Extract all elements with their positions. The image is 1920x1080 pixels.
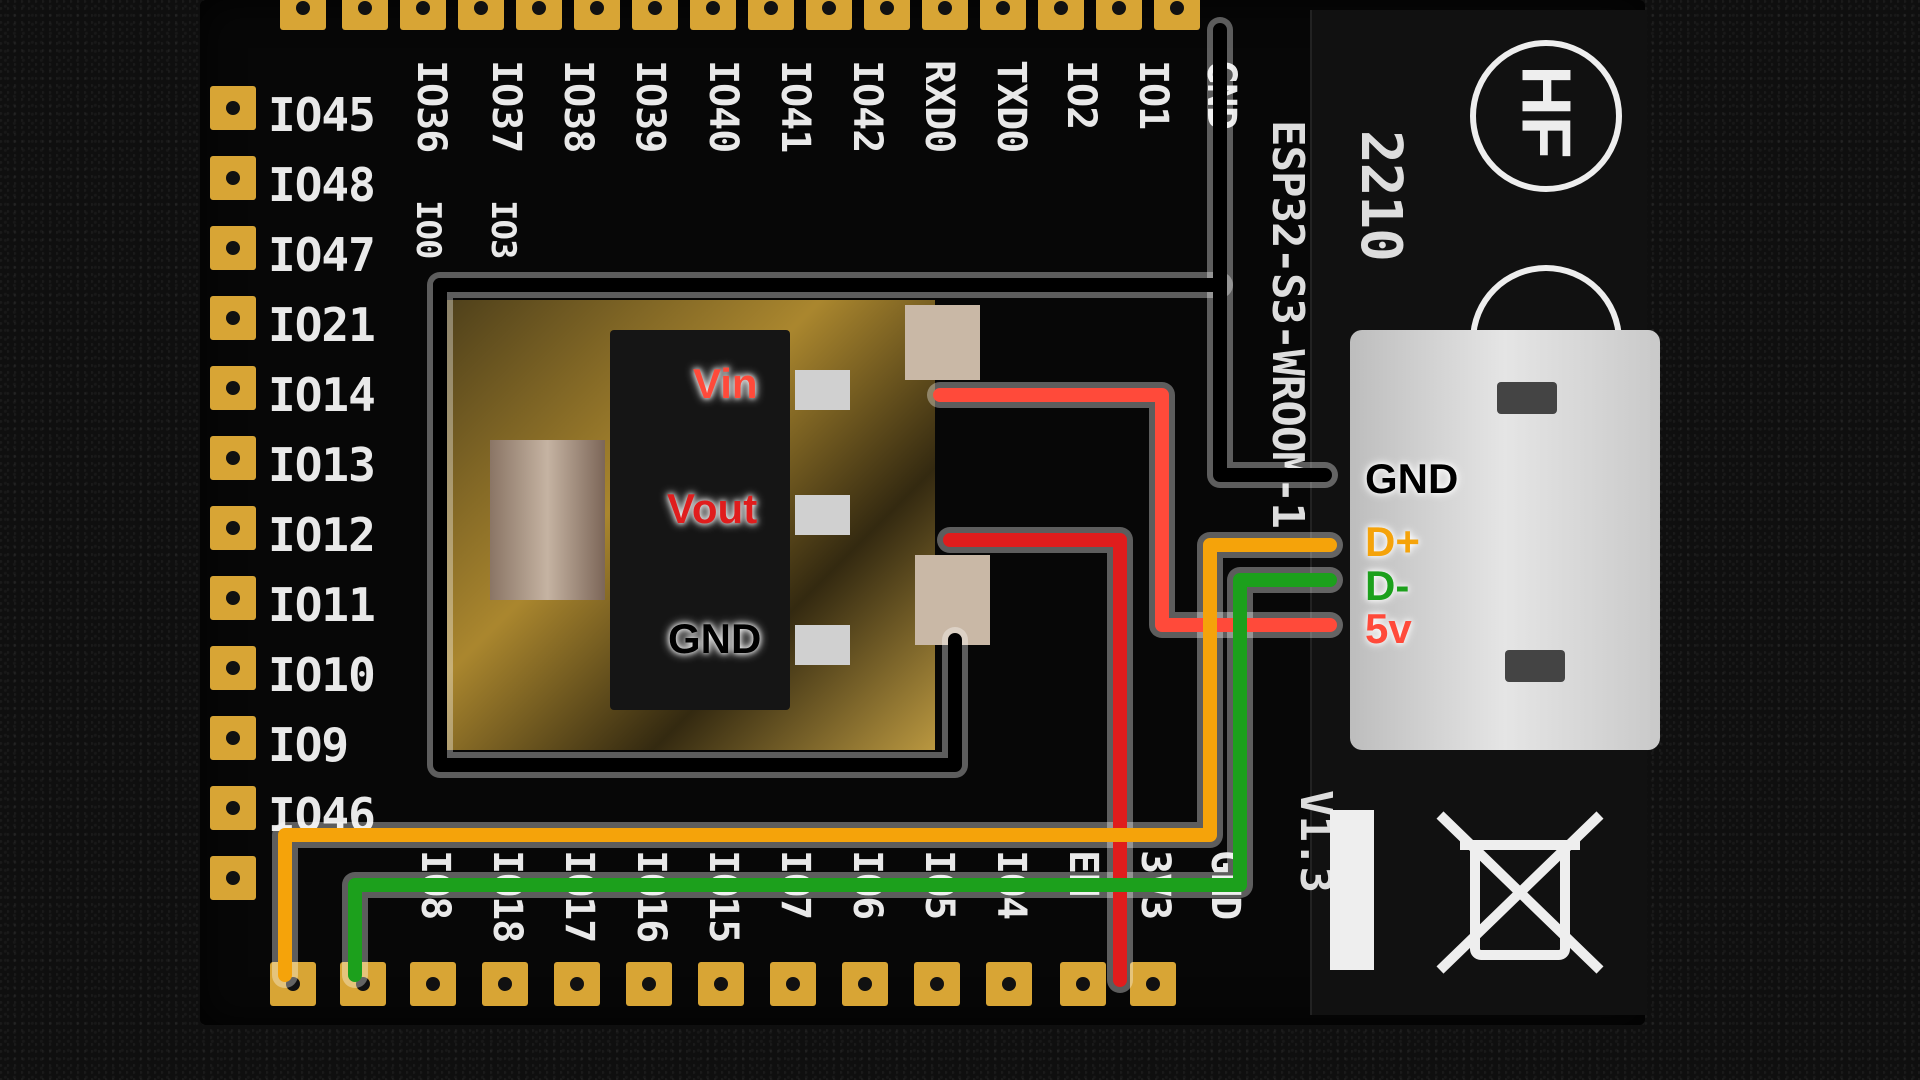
gnd-wire [433, 23, 1332, 772]
silk-label: IO18 [484, 850, 530, 943]
pad [210, 856, 256, 900]
pad [574, 0, 620, 30]
silk-label: TXD0 [988, 60, 1034, 153]
dplus-wire [278, 538, 1337, 982]
vout-wire [943, 533, 1127, 987]
pad [516, 0, 562, 30]
silk-label: IO17 [556, 850, 602, 943]
voltage-regulator [610, 330, 790, 710]
silk-label: IO38 [555, 60, 601, 153]
silk-label: IO1 [1130, 60, 1176, 130]
pad [1038, 0, 1084, 30]
silk-label: IO14 [268, 368, 376, 422]
pad [482, 962, 528, 1006]
label-usb-dplus: D+ [1365, 518, 1420, 565]
pad [210, 436, 256, 480]
white-bar [1330, 810, 1374, 970]
hf-logo-icon [1470, 40, 1622, 192]
pad [914, 962, 960, 1006]
pad [210, 156, 256, 200]
pad [1154, 0, 1200, 30]
pad [458, 0, 504, 30]
pad [980, 0, 1026, 30]
silk-label: IO21 [268, 298, 376, 352]
pad [210, 226, 256, 270]
pad [342, 0, 388, 30]
pad [554, 962, 600, 1006]
pad [270, 962, 316, 1006]
silk-label: IO45 [268, 88, 376, 142]
weee-bin-icon [1436, 811, 1604, 974]
pad [770, 962, 816, 1006]
pad [626, 962, 672, 1006]
silk-label: IO37 [483, 60, 529, 153]
dminus-wire [348, 573, 1337, 982]
capacitor [905, 305, 980, 380]
silk-label: IO15 [700, 850, 746, 943]
silk-label: IO2 [1058, 60, 1104, 130]
silk-label: RXD0 [916, 60, 962, 153]
pad [210, 786, 256, 830]
pad [210, 646, 256, 690]
pad [690, 0, 736, 30]
pad [806, 0, 852, 30]
silk-label: IO39 [627, 60, 673, 153]
pad [1096, 0, 1142, 30]
silk-label: IO9 [268, 718, 349, 772]
pad [210, 716, 256, 760]
pad [986, 962, 1032, 1006]
regulator-pin-gnd [795, 625, 850, 665]
silk-label: IO48 [268, 158, 376, 212]
usb-slot [1505, 650, 1565, 682]
capacitor [915, 555, 990, 645]
label-vout: Vout [667, 485, 758, 532]
pad [410, 962, 456, 1006]
pad [632, 0, 678, 30]
label-usb-gnd: GND [1365, 455, 1459, 502]
pad [1130, 962, 1176, 1006]
label-usb-5v: 5v [1365, 605, 1412, 652]
pad [842, 962, 888, 1006]
pad [748, 0, 794, 30]
silk-label: IO41 [772, 60, 818, 153]
pad [210, 506, 256, 550]
pad [922, 0, 968, 30]
code-label: 2210 [1348, 130, 1413, 261]
regulator-pin-vout [795, 495, 850, 535]
pad [210, 576, 256, 620]
regulator-tab [490, 440, 605, 600]
silk-label: IO13 [268, 438, 376, 492]
silk-label: IO16 [628, 850, 674, 943]
pad [1060, 962, 1106, 1006]
silk-label: IO3 [483, 200, 523, 259]
regulator-pin-vin [795, 370, 850, 410]
silk-label: IO36 [408, 60, 454, 153]
pad [864, 0, 910, 30]
silk-label: IO42 [844, 60, 890, 153]
pad [210, 366, 256, 410]
label-usb-dminus: D- [1365, 562, 1410, 609]
silk-label: IO47 [268, 228, 376, 282]
pad [210, 86, 256, 130]
pad [280, 0, 326, 30]
usb-slot [1497, 382, 1557, 414]
silk-label: IO40 [700, 60, 746, 153]
pad [400, 0, 446, 30]
silk-label: IO10 [268, 648, 376, 702]
pad [340, 962, 386, 1006]
silk-label: IO0 [408, 200, 448, 259]
silk-label: IO12 [268, 508, 376, 562]
pad [698, 962, 744, 1006]
module-name: ESP32-S3-WROOM-1 [1262, 120, 1313, 528]
pad [210, 296, 256, 340]
silk-label: IO11 [268, 578, 376, 632]
label-vin: Vin [693, 360, 758, 407]
label-gnd-regulator: GND [668, 615, 762, 662]
